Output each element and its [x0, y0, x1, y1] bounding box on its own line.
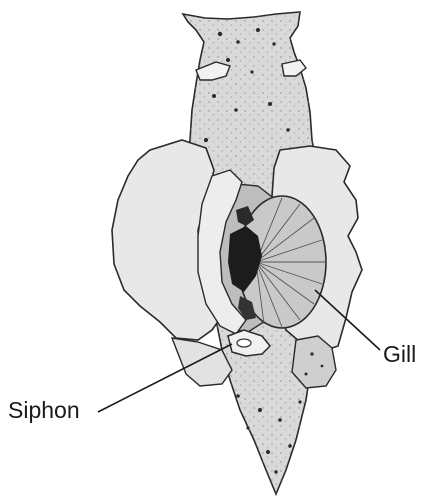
gill-label: Gill — [383, 343, 416, 366]
siphon-label: Siphon — [8, 399, 80, 422]
